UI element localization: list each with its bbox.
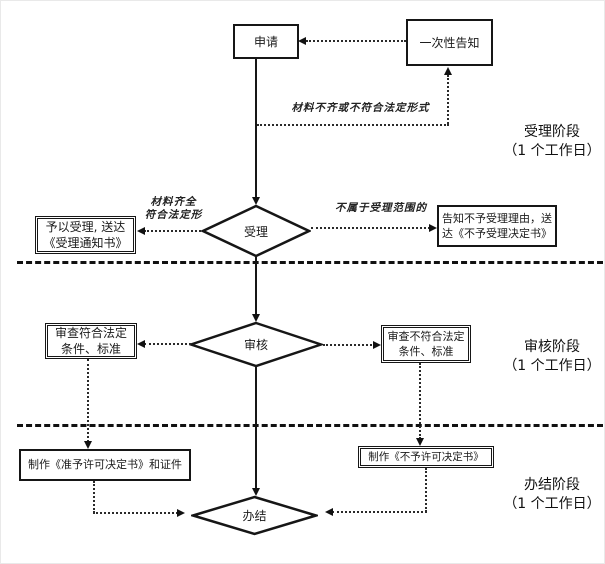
arrowhead-notice-to-apply (298, 37, 306, 45)
edge-label-materials-incomplete: 材料不齐或不符合法定形式 (291, 102, 430, 114)
connector-review-to-pass (144, 343, 191, 345)
decision-accept-label: 受理 (243, 224, 268, 239)
arrowhead-pass-to-permit (84, 441, 92, 449)
arrowhead-branch-to-notice (444, 67, 452, 75)
decision-accept: 受理 (201, 204, 311, 258)
decision-review-label: 审核 (243, 338, 268, 352)
node-one-time-notice: 一次性告知 (406, 19, 493, 66)
phase-review: 审核阶段 （1 个工作日） (497, 338, 604, 376)
node-make-permit: 制作《准予许可决定书》和证件 (19, 449, 191, 481)
phase-review-duration: （1 个工作日） (503, 358, 601, 374)
connector-accept-to-reject (311, 227, 430, 229)
arrowhead-permit-to-finish (177, 509, 185, 517)
connector-permit-to-finish-vertical (93, 481, 95, 513)
arrowhead-accept-to-review (252, 314, 260, 322)
edge-label-materials-complete: 材料齐全 符合法定形 (126, 196, 221, 222)
connector-review-to-finish (255, 367, 257, 489)
edge-label-materials-complete-line1: 材料齐全 (150, 196, 197, 208)
edge-label-materials-complete-line2: 符合法定形 (144, 209, 203, 221)
connector-incomplete-branch-horizontal (257, 124, 449, 126)
arrowhead-accept-to-grant (137, 227, 145, 235)
connector-fail-to-denial (419, 363, 421, 439)
connector-accept-to-grant (144, 230, 201, 232)
decision-finish: 办结 (191, 495, 318, 536)
connector-pass-to-permit (87, 359, 89, 442)
node-review-fail: 审查不符合法定条件、标准 (381, 325, 471, 363)
node-reject-acceptance: 告知不予受理理由，送达《不予受理决定书》 (437, 205, 557, 247)
phase-completion: 办结阶段 （1 个工作日） (497, 476, 604, 514)
node-apply: 申请 (233, 24, 299, 59)
connector-accept-to-review (255, 257, 257, 315)
decision-finish-label: 办结 (242, 509, 267, 523)
phase-review-name: 审核阶段 (524, 339, 580, 355)
edge-label-out-of-scope: 不属于受理范围的 (335, 202, 427, 214)
node-review-pass: 审查符合法定条件、标准 (45, 323, 137, 359)
connector-permit-to-finish-horizontal (93, 512, 178, 514)
decision-review: 审核 (189, 321, 323, 368)
arrowhead-denial-to-finish (325, 508, 333, 516)
phase-acceptance-duration: （1 个工作日） (503, 143, 601, 159)
phase-acceptance: 受理阶段 （1 个工作日） (497, 123, 604, 161)
arrowhead-apply-to-accept (252, 197, 260, 205)
connector-review-to-fail (323, 344, 375, 346)
connector-notice-to-apply (306, 40, 406, 42)
phase-acceptance-name: 受理阶段 (524, 124, 580, 140)
arrowhead-accept-to-reject (429, 224, 437, 232)
node-grant-acceptance: 予以受理, 送达《受理通知书》 (35, 216, 136, 254)
connector-denial-to-finish-vertical (425, 468, 427, 512)
phase-completion-name: 办结阶段 (524, 477, 580, 493)
separator-review-completion (17, 424, 603, 427)
arrowhead-review-to-fail (373, 341, 381, 349)
arrowhead-review-to-finish (252, 488, 260, 496)
phase-completion-duration: （1 个工作日） (503, 496, 601, 512)
arrowhead-fail-to-denial (416, 438, 424, 446)
node-make-denial: 制作《不予许可决定书》 (358, 446, 494, 468)
arrowhead-review-to-pass (137, 340, 145, 348)
connector-incomplete-branch-vertical (447, 75, 449, 124)
separator-acceptance-review (17, 261, 603, 264)
connector-apply-to-accept (255, 59, 257, 198)
connector-denial-to-finish-horizontal (332, 511, 427, 513)
